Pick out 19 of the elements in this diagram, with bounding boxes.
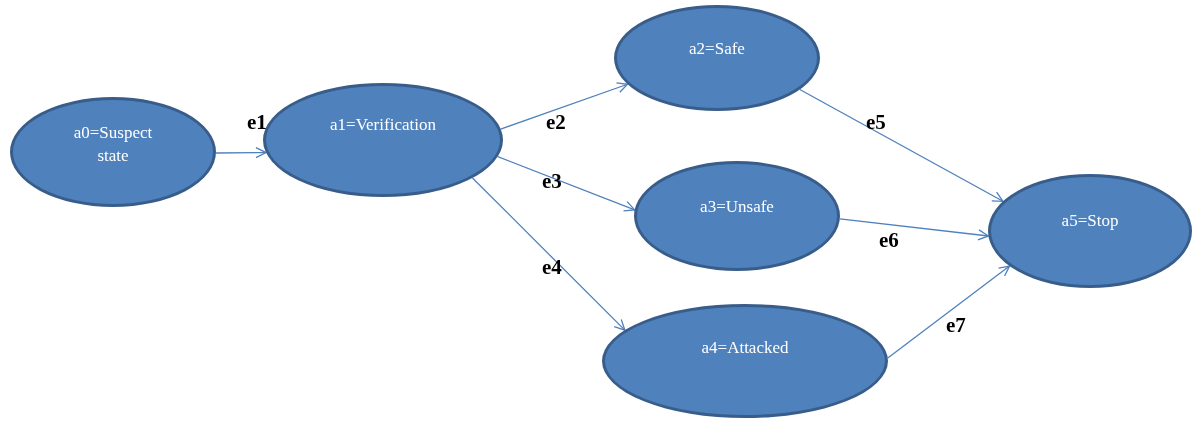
state-label: a1=Verification	[329, 114, 437, 136]
arrow	[887, 265, 1011, 359]
state-label: a5=Stop	[1060, 210, 1120, 232]
arrow	[215, 147, 267, 159]
edge-label: e6	[879, 228, 899, 253]
edge-label: e4	[542, 255, 562, 280]
state-label: a2=Safe	[688, 38, 746, 60]
state-label: a0=Suspect state	[72, 122, 154, 167]
arrow	[799, 88, 1004, 202]
edge-label: e7	[946, 313, 966, 338]
arrow	[471, 177, 626, 331]
edge-label: e3	[542, 169, 562, 194]
edge-label: e2	[546, 110, 566, 135]
arrow	[839, 218, 990, 241]
arrow	[500, 82, 629, 130]
state-label: a4=Attacked	[700, 337, 790, 359]
edge-label: e5	[866, 110, 886, 135]
state-label: a3=Unsafe	[699, 196, 775, 218]
edge-label: e1	[247, 110, 267, 135]
